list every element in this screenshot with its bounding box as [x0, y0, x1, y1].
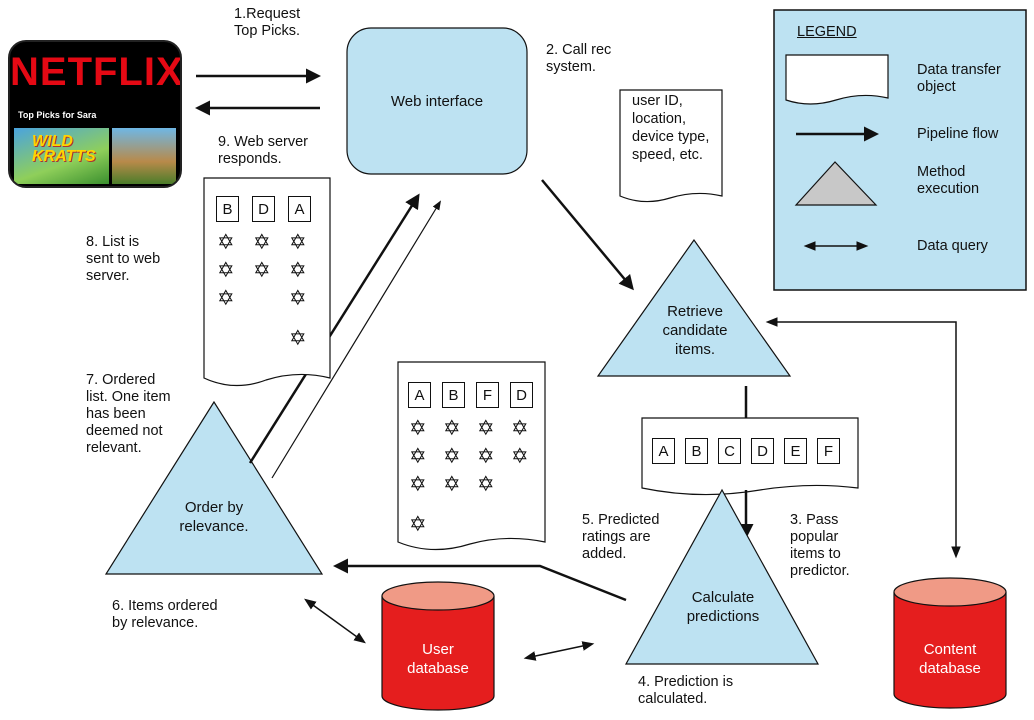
rating-star-icon: ✡ [409, 417, 427, 440]
item-box-b: B [685, 438, 708, 464]
step-1-label: 1.Request Top Picks. [234, 6, 301, 39]
item-box-a: A [288, 196, 311, 222]
netflix-tile-2 [112, 128, 176, 184]
item-box-b: B [442, 382, 465, 408]
calculate-triangle [624, 488, 820, 665]
web-interface-label: Web interface [390, 93, 484, 110]
rating-star-icon: ✡ [443, 473, 461, 496]
legend-method-triangle-icon [794, 161, 878, 206]
retrieve-triangle [596, 238, 792, 377]
order-label: Order by relevance. [179, 499, 249, 535]
candidate-dto-shape [641, 417, 859, 496]
web-interface-box [346, 27, 528, 175]
rating-star-icon: ✡ [409, 473, 427, 496]
user-db-label: User database [407, 641, 469, 677]
netflix-tile-wild-kratts: WILD KRATTS [14, 128, 110, 184]
request-dto-shape [619, 89, 723, 203]
step-2-label: 2. Call rec system. [546, 42, 612, 75]
rating-star-icon: ✡ [289, 259, 307, 282]
rating-star-icon: ✡ [511, 445, 529, 468]
rating-star-icon: ✡ [443, 417, 461, 440]
rating-star-icon: ✡ [477, 473, 495, 496]
step-3-label: 3. Pass popular items to predictor. [790, 512, 850, 579]
rating-star-icon: ✡ [217, 231, 235, 254]
netflix-screenshot: NETFLIX Top Picks for Sara WILD KRATTS [8, 40, 182, 188]
rating-star-icon: ✡ [477, 445, 495, 468]
legend-pipeline-label: Pipeline flow [917, 126, 999, 142]
order-triangle [104, 400, 324, 575]
netflix-logo: NETFLIX [10, 50, 182, 94]
item-box-a: A [652, 438, 675, 464]
netflix-row-title: Top Picks for Sara [18, 110, 97, 120]
ordered-arrow [333, 558, 627, 602]
step-7-label: 7. Ordered list. One item has been deeme… [86, 372, 171, 456]
rating-star-icon: ✡ [253, 259, 271, 282]
request-object-text: user ID, location, device type, speed, e… [632, 93, 710, 163]
predicted-dto-shape [397, 361, 546, 551]
call-rec-arrow [541, 179, 634, 291]
step-5-label: 5. Predicted ratings are added. [582, 512, 660, 562]
content-database [893, 577, 1007, 709]
legend-title: LEGEND [797, 24, 857, 40]
step-6-label: 6. Items ordered by relevance. [112, 598, 218, 631]
rating-star-icon: ✡ [289, 231, 307, 254]
rating-star-icon: ✡ [477, 417, 495, 440]
item-box-c: C [718, 438, 741, 464]
item-box-d: D [510, 382, 533, 408]
netflix-thumbnails: WILD KRATTS [14, 128, 176, 184]
rating-star-icon: ✡ [511, 417, 529, 440]
item-box-d: D [252, 196, 275, 222]
rating-star-icon: ✡ [253, 231, 271, 254]
rating-star-icon: ✡ [409, 445, 427, 468]
rating-star-icon: ✡ [217, 259, 235, 282]
legend-method-label: Method execution [917, 164, 980, 197]
legend-dto-label: Data transfer object [917, 62, 1001, 95]
step-9-label: 9. Web server responds. [218, 134, 308, 167]
legend-query-label: Data query [917, 238, 988, 254]
rating-star-icon: ✡ [289, 327, 307, 350]
order-user-query-line [304, 598, 366, 644]
step-4-label: 4. Prediction is calculated. [638, 674, 734, 707]
legend-dto-icon [785, 54, 889, 105]
user-calc-query-line [523, 641, 595, 661]
rating-star-icon: ✡ [217, 287, 235, 310]
step-8-label: 8. List is sent to web server. [86, 234, 161, 284]
user-database [381, 581, 495, 711]
rating-star-icon: ✡ [443, 445, 461, 468]
calculate-label: Calculate predictions [686, 589, 760, 625]
item-box-b: B [216, 196, 239, 222]
content-query-line [765, 317, 961, 559]
retrieve-label: Retrieve candidate items. [662, 303, 728, 358]
rating-star-icon: ✡ [409, 513, 427, 536]
item-box-d: D [751, 438, 774, 464]
list-to-web-arrow [248, 193, 420, 464]
item-box-a: A [408, 382, 431, 408]
legend-box [773, 9, 1027, 291]
item-box-f: F [817, 438, 840, 464]
content-db-label: Content database [919, 641, 981, 677]
list-to-web-thin-arrow [271, 200, 441, 479]
item-box-e: E [784, 438, 807, 464]
rating-star-icon: ✡ [289, 287, 307, 310]
ordered-dto-shape [203, 177, 331, 387]
item-box-f: F [476, 382, 499, 408]
